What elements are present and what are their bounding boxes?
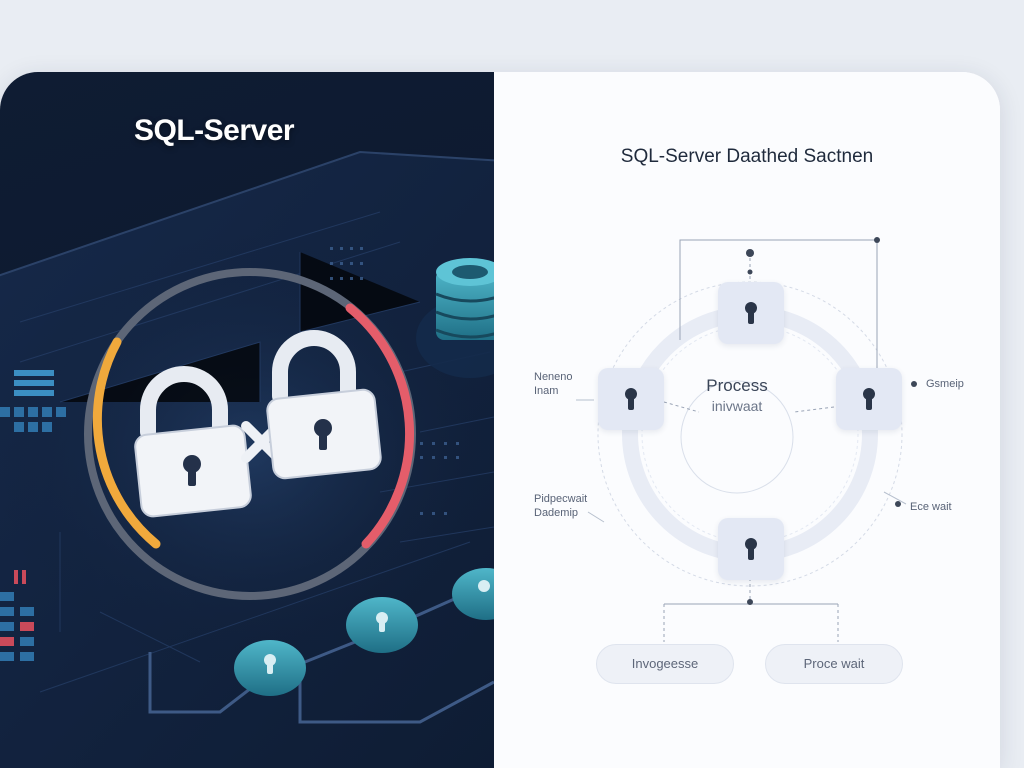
connector-dot xyxy=(874,237,880,243)
keyhole-icon xyxy=(745,302,757,324)
lock-node-top[interactable] xyxy=(718,282,784,344)
center-label-line2: inivwaat xyxy=(711,398,763,414)
side-label-right-top: Gsmeip xyxy=(926,378,964,390)
pill-left[interactable]: Invogeesse xyxy=(596,644,734,684)
padlock-icon xyxy=(266,330,382,480)
circuit-board-illustration xyxy=(0,150,494,768)
keyhole-icon xyxy=(745,538,757,560)
center-process-label: Process inivwaat xyxy=(694,376,780,416)
lock-node-left[interactable] xyxy=(598,368,664,430)
database-icon xyxy=(416,258,494,378)
side-label-left-bottom: Pidpecwait Dademip xyxy=(534,492,587,520)
keyhole-icon xyxy=(863,388,875,410)
keyhole-icon xyxy=(625,388,637,410)
bottom-connector-lines xyxy=(663,578,839,642)
left-panel-title: SQL-Server xyxy=(134,114,295,147)
top-connector-lines xyxy=(679,239,878,412)
chip-dots xyxy=(330,247,459,515)
pill-right[interactable]: Proce wait xyxy=(765,644,903,684)
side-label-left-bottom-line1: Pidpecwait xyxy=(534,493,588,505)
side-label-right-bottom: Ece wait xyxy=(910,501,952,513)
left-chip-bars xyxy=(0,370,66,661)
connector-dot xyxy=(746,249,754,257)
wait-cycle-diagram xyxy=(576,237,917,642)
side-label-left-top: Neneno Inam xyxy=(534,370,573,398)
diagram-title: SQL-Server Daathed Sactnen xyxy=(620,146,874,167)
deadlock-ring xyxy=(84,268,416,600)
center-circle xyxy=(680,380,794,494)
main-card: SQL-Server SQL-Server Daathed Sactnen xyxy=(0,72,1000,768)
padlock-icon xyxy=(134,366,252,518)
left-illustration-panel: SQL-Server xyxy=(0,72,494,768)
lock-node-right[interactable] xyxy=(836,368,902,430)
keyhole-node-2 xyxy=(346,597,418,653)
lock-node-bottom[interactable] xyxy=(718,518,784,580)
center-label-line1: Process xyxy=(706,376,768,395)
side-label-left-bottom-line2: Dademip xyxy=(534,507,579,519)
right-diagram-panel: SQL-Server Daathed Sactnen xyxy=(494,72,1000,768)
side-label-left-top-line2: Inam xyxy=(534,385,559,397)
keyhole-node-1 xyxy=(234,640,306,696)
side-label-left-top-line1: Neneno xyxy=(534,371,573,383)
keyhole-node-3 xyxy=(452,568,494,620)
